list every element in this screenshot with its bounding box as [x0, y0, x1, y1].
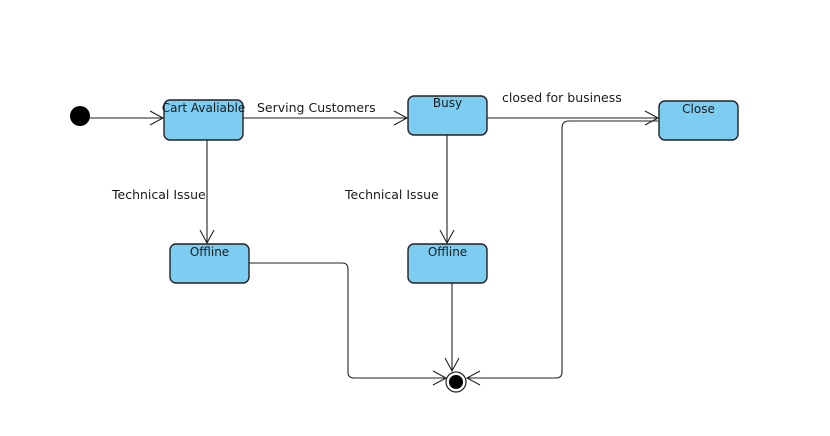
- state-label-offline-2: Offline: [428, 245, 467, 259]
- edge-cart-to-offline-1: [199, 140, 215, 245]
- state-close: Close: [658, 100, 739, 141]
- edge-close-to-final: [465, 120, 658, 386]
- final-state-node: [445, 371, 467, 393]
- state-label-cart-available: Cart Avaliable: [162, 101, 246, 115]
- label-closed-for-business: closed for business: [502, 90, 622, 105]
- edge-busy-to-offline-2: [439, 135, 455, 245]
- state-label-busy: Busy: [433, 96, 462, 110]
- edge-cart-to-busy: [243, 110, 409, 126]
- state-label-close: Close: [682, 102, 715, 116]
- state-label-offline-1: Offline: [190, 245, 229, 259]
- state-busy: Busy: [407, 95, 488, 136]
- label-technical-issue-1: Technical Issue: [111, 187, 206, 202]
- edge-initial-to-cart: [90, 110, 165, 126]
- label-technical-issue-2: Technical Issue: [344, 187, 439, 202]
- label-serving-customers: Serving Customers: [257, 100, 376, 115]
- edge-busy-to-close: [487, 110, 660, 126]
- edge-offline-2-to-final: [444, 283, 460, 373]
- edge-offline-1-to-final: [249, 262, 448, 386]
- state-offline-2: Offline: [407, 243, 488, 284]
- state-cart-available: Cart Avaliable: [162, 99, 246, 141]
- state-offline-1: Offline: [169, 243, 250, 284]
- initial-state-node: [70, 106, 90, 126]
